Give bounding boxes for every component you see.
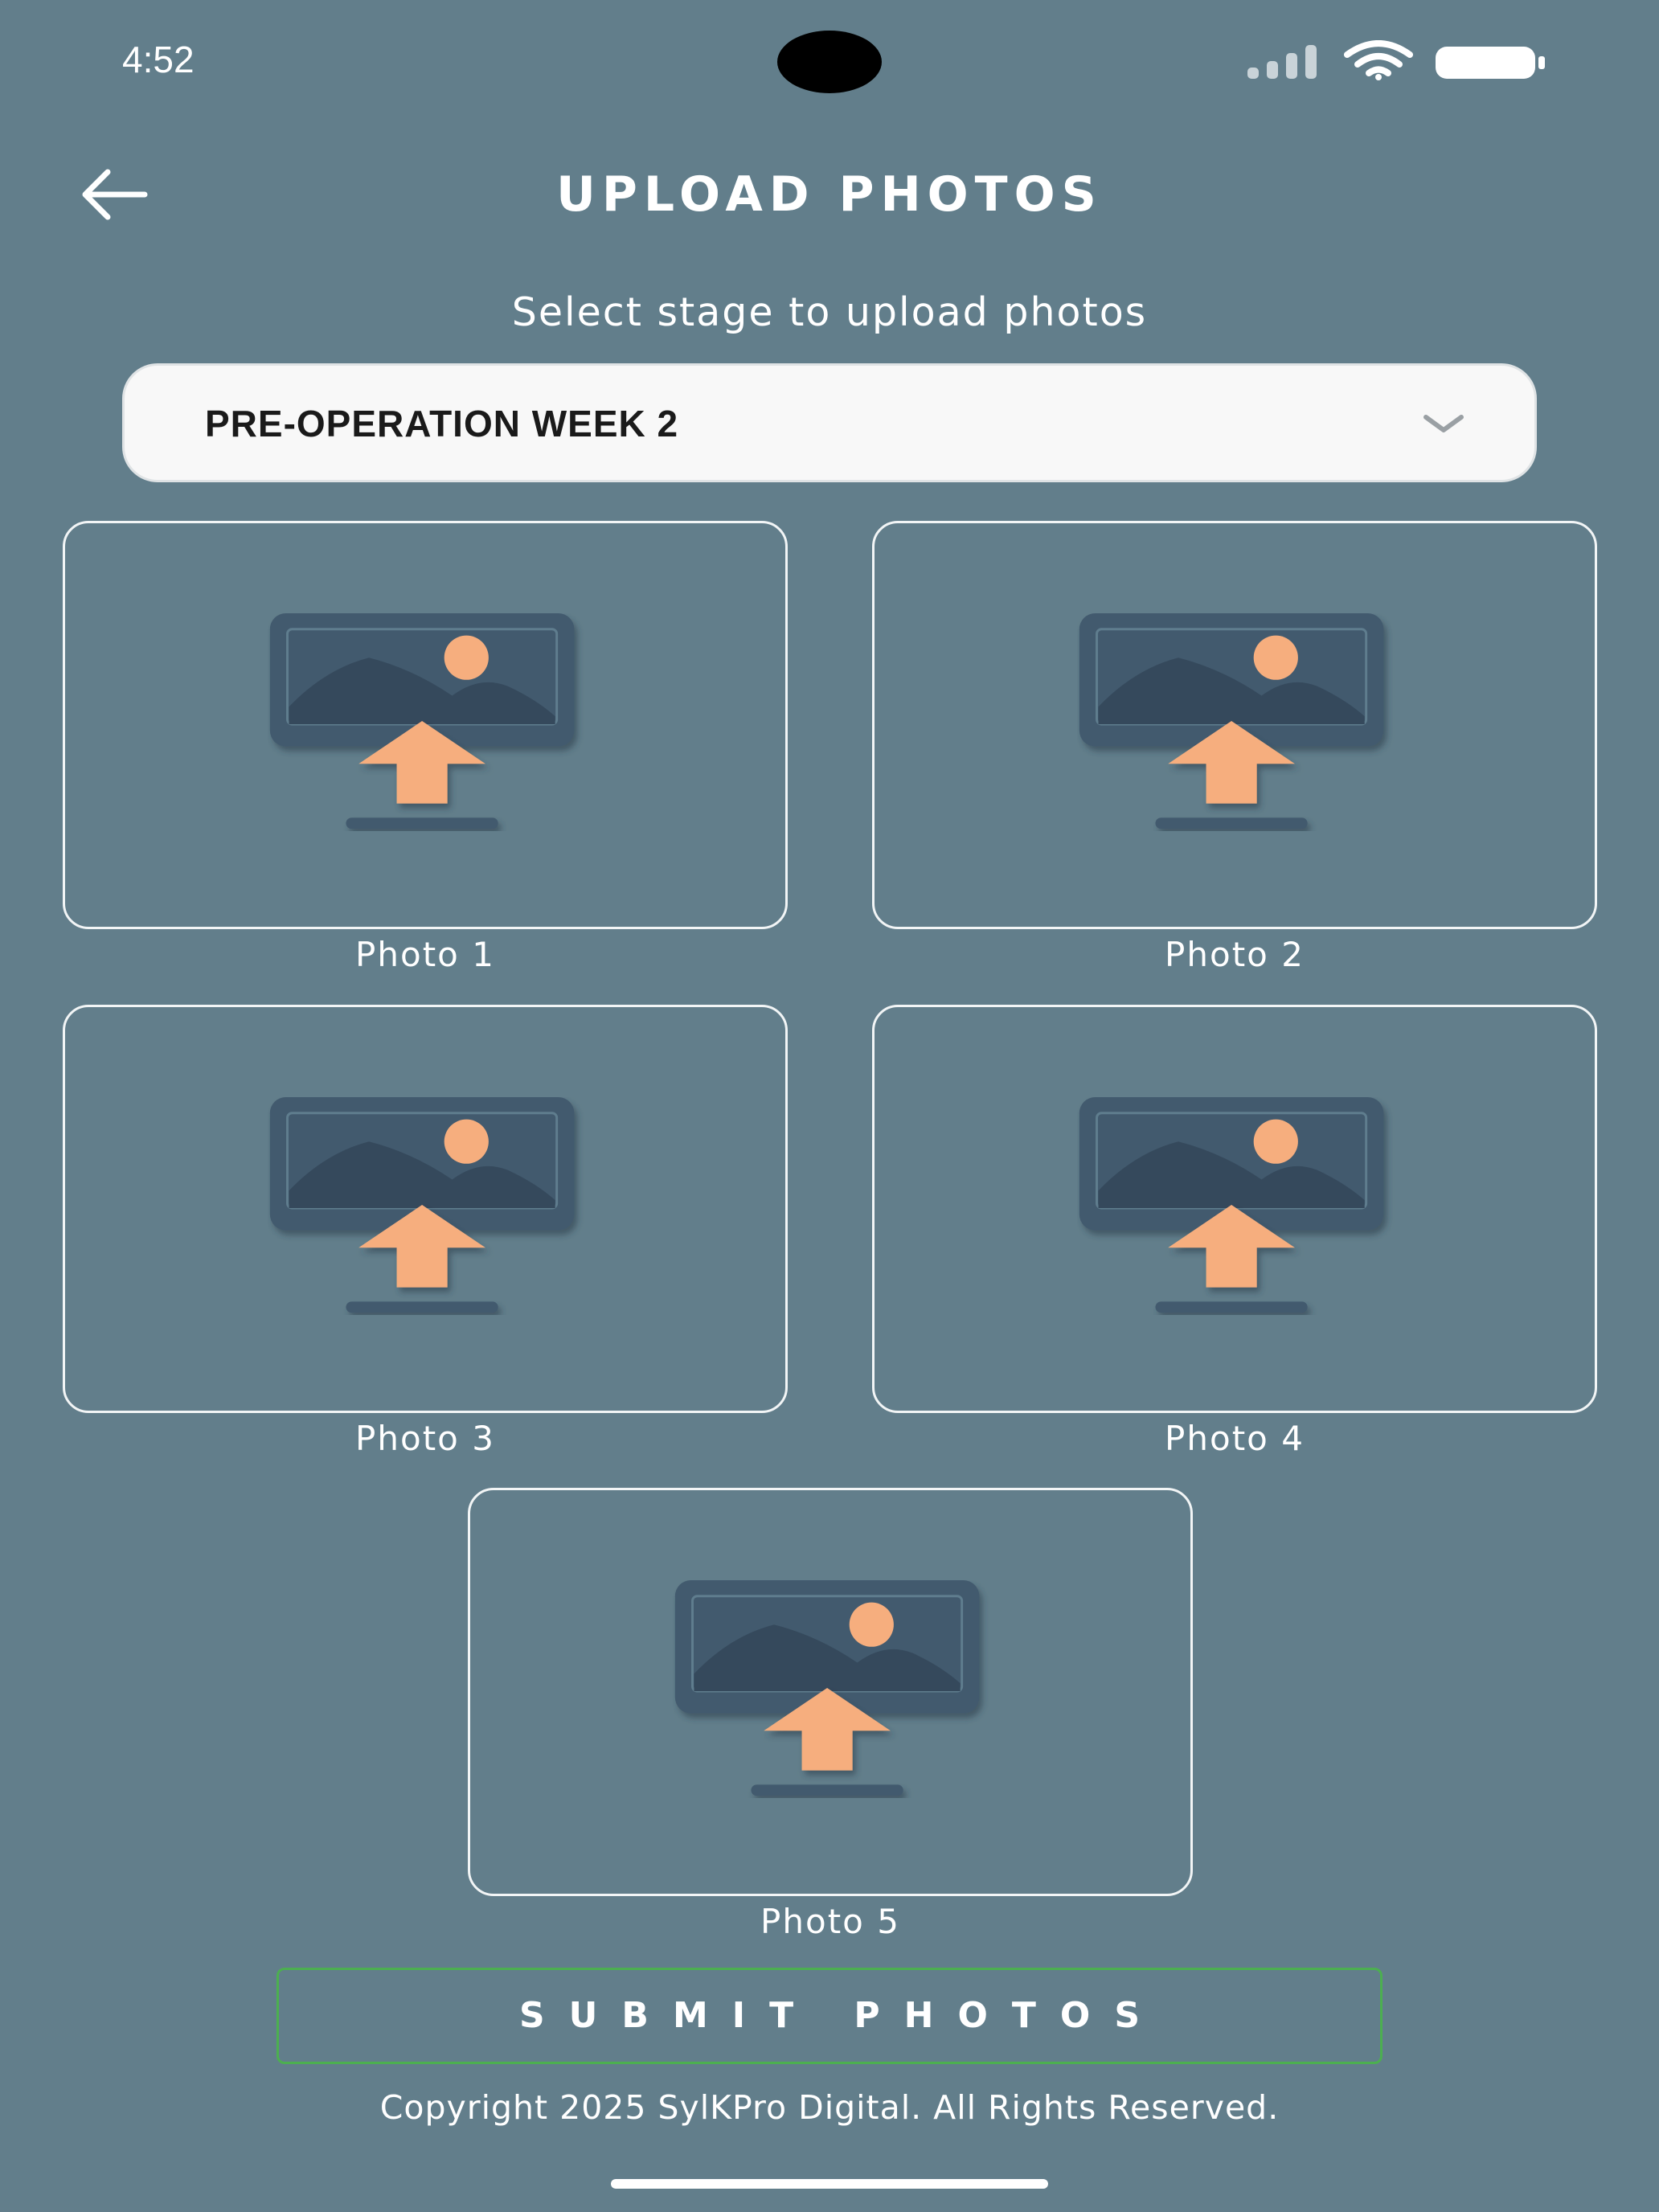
stage-select[interactable]: PRE-OPERATION WEEK 2 <box>122 363 1537 482</box>
cellular-signal-icon <box>1247 45 1317 79</box>
stage-prompt: Select stage to upload photos <box>511 289 1148 335</box>
image-upload-icon <box>268 1097 586 1319</box>
photo-5-label: Photo 5 <box>760 1902 900 1941</box>
photo-2-tile[interactable] <box>872 521 1597 929</box>
photo-5-tile[interactable] <box>468 1488 1193 1896</box>
image-upload-icon <box>1077 613 1395 835</box>
photo-4-tile[interactable] <box>872 1005 1597 1413</box>
photo-1-label: Photo 1 <box>355 935 495 974</box>
copyright-text: Copyright 2025 SylKPro Digital. All Righ… <box>379 2088 1280 2127</box>
submit-photos-button[interactable]: SUBMIT PHOTOS <box>276 1968 1382 2064</box>
photo-3-tile[interactable] <box>63 1005 788 1413</box>
home-indicator[interactable] <box>611 2179 1048 2189</box>
image-upload-icon <box>673 1580 991 1802</box>
status-time: 4:52 <box>122 39 195 80</box>
photo-4-label: Photo 4 <box>1165 1419 1305 1458</box>
image-upload-icon <box>268 613 586 835</box>
wifi-icon <box>1344 40 1413 80</box>
photo-1-tile[interactable] <box>63 521 788 929</box>
image-upload-icon <box>1077 1097 1395 1319</box>
back-arrow-icon[interactable] <box>77 166 154 223</box>
photo-3-label: Photo 3 <box>355 1419 495 1458</box>
battery-icon <box>1436 47 1545 79</box>
page-title: UPLOAD PHOTOS <box>556 166 1103 223</box>
chevron-down-icon <box>1423 415 1464 432</box>
photo-2-label: Photo 2 <box>1165 935 1305 974</box>
camera-cutout <box>777 31 882 93</box>
stage-select-value: PRE-OPERATION WEEK 2 <box>205 403 679 444</box>
